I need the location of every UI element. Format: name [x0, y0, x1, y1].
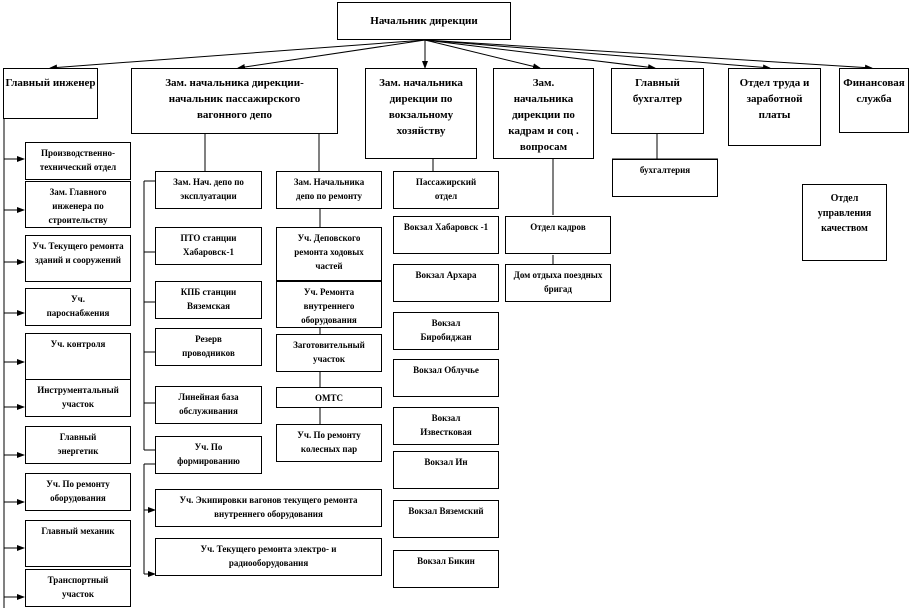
- hr-unit-label: Отдел кадров: [530, 222, 586, 232]
- accounting-box[interactable]: бухгалтерия: [612, 159, 718, 197]
- engineer-unit-label: Инструментальный участок: [37, 385, 119, 409]
- deputy-station-box[interactable]: Зам. начальника дирекции по вокзальному …: [365, 68, 477, 159]
- engineer-unit[interactable]: Производственно-технический отдел: [25, 142, 131, 180]
- operation-unit[interactable]: КПБ станции Вяземская: [155, 281, 262, 319]
- engineer-unit-label: Уч. По ремонту оборудования: [46, 479, 110, 503]
- chief-accountant-label: Главный бухгалтер: [632, 77, 683, 105]
- operation-unit[interactable]: Зам. Нач. депо по эксплуатации: [155, 171, 262, 209]
- station-unit-label: Вокзал Ин: [424, 457, 468, 467]
- station-unit[interactable]: Вокзал Биробиджан: [393, 312, 499, 350]
- engineer-unit-label: Уч. контроля: [50, 339, 106, 349]
- operation-unit-label: Уч. По формированию: [177, 442, 240, 466]
- engineer-unit-label: Производственно-технический отдел: [39, 148, 117, 172]
- finance-box[interactable]: Финансовая служба: [839, 68, 909, 133]
- station-unit-label: Вокзал Биробиджан: [420, 318, 472, 342]
- engineer-unit[interactable]: Главный механик: [25, 520, 131, 567]
- repair-unit-label: Уч. Деповского ремонта ходовых частей: [294, 233, 364, 271]
- operation-unit[interactable]: Уч. Текущего ремонта электро- и радиообо…: [155, 538, 382, 576]
- operation-unit[interactable]: ПТО станции Хабаровск-1: [155, 227, 262, 265]
- finance-label: Финансовая служба: [843, 77, 905, 105]
- deputy-passenger-label: Зам. начальника дирекции-начальник пасса…: [165, 77, 304, 121]
- quality-dept-label: Отдел управления качеством: [817, 193, 872, 234]
- repair-unit[interactable]: Заготовительный участок: [276, 334, 382, 372]
- engineer-unit-label: Главный энергетик: [57, 432, 99, 456]
- operation-unit[interactable]: Уч. Экипировки вагонов текущего ремонта …: [155, 489, 382, 527]
- quality-dept-box[interactable]: Отдел управления качеством: [802, 184, 887, 261]
- deputy-passenger-box[interactable]: Зам. начальника дирекции-начальник пасса…: [131, 68, 338, 134]
- station-unit-label: Вокзал Известковая: [420, 413, 472, 437]
- deputy-hr-box[interactable]: Зам. начальника дирекции по кадрам и соц…: [493, 68, 594, 159]
- chief-engineer-label: Главный инженер: [5, 77, 96, 89]
- engineer-unit[interactable]: Транспортный участок: [25, 569, 131, 607]
- arrow-to-finance: [424, 39, 873, 71]
- engineer-unit[interactable]: Уч. Текущего ремонта зданий и сооружений: [25, 235, 131, 282]
- repair-unit[interactable]: Зам. Начальника депо по ремонту: [276, 171, 382, 209]
- engineer-unit[interactable]: Главный энергетик: [25, 426, 131, 464]
- station-unit[interactable]: Вокзал Облучье: [393, 359, 499, 397]
- station-unit[interactable]: Вокзал Хабаровск -1: [393, 216, 499, 254]
- arrow-to-deputy-passenger: [237, 39, 426, 70]
- hr-unit-label: Дом отдыха поездных бригад: [513, 270, 603, 294]
- chief-engineer-box[interactable]: Главный инженер: [3, 68, 98, 119]
- engineer-unit-label: Зам. Главного инженера по строительству: [48, 187, 108, 225]
- operation-unit[interactable]: Линейная база обслуживания: [155, 386, 262, 424]
- station-unit[interactable]: Вокзал Архара: [393, 264, 499, 302]
- engineer-unit-label: Главный механик: [41, 526, 115, 536]
- engineer-unit[interactable]: Уч. пароснабжения: [25, 288, 131, 326]
- repair-unit[interactable]: ОМТС: [276, 387, 382, 408]
- station-unit[interactable]: Вокзал Ин: [393, 451, 499, 489]
- repair-unit[interactable]: Уч. По ремонту колесных пар: [276, 424, 382, 462]
- engineer-unit-label: Уч. Текущего ремонта зданий и сооружений: [32, 241, 124, 265]
- repair-unit-label: Уч. По ремонту колесных пар: [297, 430, 361, 454]
- head-box[interactable]: Начальник дирекции: [337, 2, 511, 40]
- arrow-to-labor-dept: [424, 39, 771, 71]
- operation-unit[interactable]: Уч. По формированию: [155, 436, 262, 474]
- operation-unit-label: Зам. Нач. депо по эксплуатации: [173, 177, 244, 201]
- deputy-hr-label: Зам. начальника дирекции по кадрам и соц…: [508, 77, 579, 153]
- hr-unit[interactable]: Отдел кадров: [505, 216, 611, 254]
- repair-unit-label: Зам. Начальника депо по ремонту: [293, 177, 365, 201]
- repair-unit-label: Заготовительный участок: [293, 340, 365, 364]
- repair-unit[interactable]: Уч. Ремонта внутреннего оборудования: [276, 281, 382, 328]
- labor-dept-label: Отдел труда и заработной платы: [739, 77, 810, 121]
- engineer-unit-label: Транспортный участок: [47, 575, 109, 599]
- hr-unit[interactable]: Дом отдыха поездных бригад: [505, 264, 611, 302]
- operation-unit-label: Линейная база обслуживания: [178, 392, 239, 416]
- station-unit-label: Вокзал Бикин: [417, 556, 475, 566]
- operation-unit[interactable]: Резерв проводников: [155, 328, 262, 366]
- repair-unit[interactable]: Уч. Деповского ремонта ходовых частей: [276, 227, 382, 281]
- engineer-unit-label: Уч. пароснабжения: [46, 294, 110, 318]
- engineer-unit[interactable]: Уч. контроля: [25, 333, 131, 380]
- station-unit-label: Пассажирский отдел: [415, 177, 477, 201]
- station-unit[interactable]: Вокзал Бикин: [393, 550, 499, 588]
- chief-accountant-box[interactable]: Главный бухгалтер: [611, 68, 704, 134]
- accounting-label: бухгалтерия: [639, 165, 691, 175]
- engineer-unit[interactable]: Уч. По ремонту оборудования: [25, 473, 131, 511]
- arrow-to-deputy-hr: [424, 39, 541, 70]
- station-unit-label: Вокзал Вяземский: [408, 506, 484, 516]
- operation-unit-label: Уч. Экипировки вагонов текущего ремонта …: [179, 495, 358, 519]
- station-unit-label: Вокзал Архара: [415, 270, 477, 280]
- operation-unit-label: Уч. Текущего ремонта электро- и радиообо…: [200, 544, 337, 568]
- arrow-to-chief-accountant: [424, 39, 656, 71]
- repair-unit-label: Уч. Ремонта внутреннего оборудования: [301, 287, 357, 325]
- engineer-unit[interactable]: Инструментальный участок: [25, 379, 131, 417]
- station-unit-label: Вокзал Хабаровск -1: [403, 222, 489, 232]
- deputy-station-label: Зам. начальника дирекции по вокзальному …: [379, 77, 463, 137]
- station-unit-label: Вокзал Облучье: [413, 365, 479, 375]
- station-unit[interactable]: Вокзал Известковая: [393, 407, 499, 445]
- arrow-to-chief-engineer: [49, 39, 426, 71]
- head-label: Начальник дирекции: [370, 15, 478, 27]
- station-unit[interactable]: Вокзал Вяземский: [393, 500, 499, 538]
- station-unit[interactable]: Пассажирский отдел: [393, 171, 499, 209]
- engineer-unit[interactable]: Зам. Главного инженера по строительству: [25, 181, 131, 228]
- operation-unit-label: КПБ станции Вяземская: [180, 287, 237, 311]
- operation-unit-label: Резерв проводников: [182, 334, 235, 358]
- repair-unit-label: ОМТС: [315, 393, 343, 403]
- operation-unit-label: ПТО станции Хабаровск-1: [180, 233, 237, 257]
- labor-dept-box[interactable]: Отдел труда и заработной платы: [728, 68, 821, 146]
